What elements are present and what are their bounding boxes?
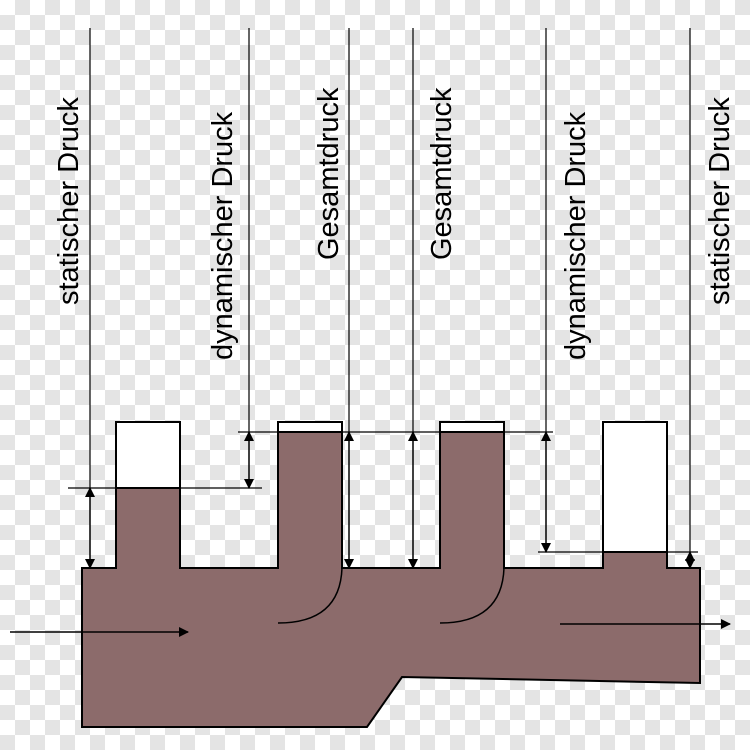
tube-walls xyxy=(115,421,668,553)
label-total-2: Gesamtdruck xyxy=(426,87,458,260)
labels: statischer Druck dynamischer Druck Gesam… xyxy=(53,87,736,360)
label-dynamic-right: dynamischer Druck xyxy=(560,111,592,360)
tube-1-empty xyxy=(115,421,181,489)
label-static-right: statischer Druck xyxy=(704,97,736,305)
pitot-probe-2 xyxy=(439,567,505,624)
pitot-probe-1 xyxy=(277,567,343,624)
leader-lines xyxy=(89,28,691,552)
dimension-arrows xyxy=(85,431,695,569)
tube-4-empty xyxy=(602,421,668,553)
label-static-left: statischer Druck xyxy=(53,97,85,305)
tube-3-empty xyxy=(439,421,505,433)
label-dynamic-left: dynamischer Druck xyxy=(207,111,239,360)
label-total-1: Gesamtdruck xyxy=(313,87,345,260)
tube-2-empty xyxy=(277,421,343,433)
